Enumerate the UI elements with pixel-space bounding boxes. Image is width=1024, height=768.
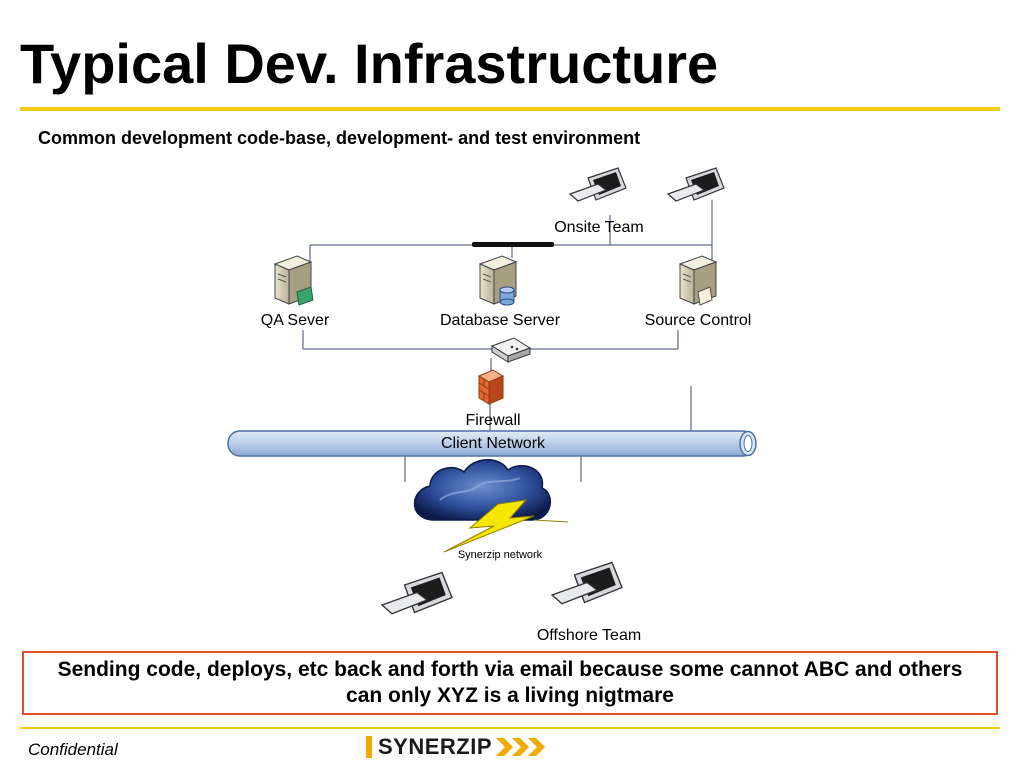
footer-rule: [20, 727, 1000, 729]
label-source-control: Source Control: [645, 312, 752, 329]
synerzip-logo: SYNERZIP: [366, 734, 546, 760]
label-offshore-team: Offshore Team: [537, 627, 641, 644]
client-network-pipe: [227, 430, 757, 457]
callout-box: Sending code, deploys, etc back and fort…: [22, 651, 998, 715]
label-synerzip-network: Synerzip network: [458, 549, 543, 561]
workstation-icon: [568, 167, 627, 202]
title-rule: [20, 107, 1000, 111]
logo-bar-icon: [366, 736, 372, 758]
workstation-icon: [380, 571, 453, 615]
label-firewall: Firewall: [465, 412, 520, 429]
label-database-server: Database Server: [440, 312, 561, 329]
hub-bar: [472, 242, 554, 247]
logo-text: SYNERZIP: [378, 734, 493, 759]
database-icon: [499, 286, 515, 306]
slide-subtitle: Common development code-base, developmen…: [38, 128, 641, 148]
label-qa-server: QA Sever: [261, 312, 330, 329]
chevrons-icon: [496, 738, 546, 756]
workstation-icon: [666, 167, 725, 202]
callout-text: Sending code, deploys, etc back and fort…: [57, 658, 963, 707]
label-onsite-team: Onsite Team: [554, 219, 644, 236]
firewall-icon: [477, 369, 505, 405]
footer-confidential: Confidential: [28, 740, 118, 759]
slide-title: Typical Dev. Infrastructure: [20, 32, 719, 95]
label-client-network: Client Network: [441, 435, 546, 452]
qa-badge-icon: [296, 286, 314, 306]
server-icon: [478, 255, 518, 306]
server-icon: [273, 255, 314, 306]
workstation-icon: [550, 561, 623, 605]
switch-icon: [490, 337, 532, 363]
cloud-icon: [413, 459, 552, 521]
lightning-icon: [443, 499, 569, 553]
server-icon: [678, 255, 718, 306]
source-doc-icon: [697, 286, 713, 306]
